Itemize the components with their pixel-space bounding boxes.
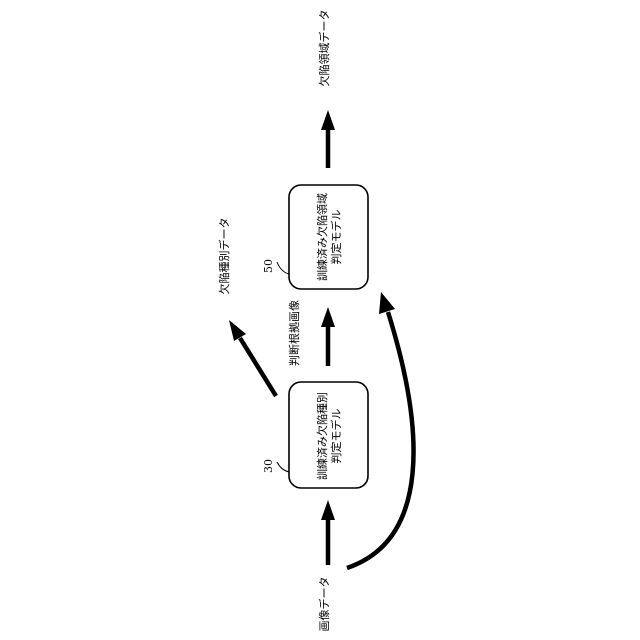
model-30-label-line1: 訓練済み欠陥種別 (315, 392, 329, 480)
model-30-box: 訓練済み欠陥種別 判定モデル (289, 382, 368, 488)
label-image-data: 画像データ (317, 577, 331, 632)
model-50-label-line1: 訓練済み欠陥領域 (315, 193, 329, 281)
ref-30-leader (277, 462, 289, 472)
arrow-to-defect-area-data (321, 110, 335, 168)
arrow-image-to-model-30 (321, 500, 335, 565)
label-judgment-basis-image: 判断根拠画像 (287, 300, 301, 366)
arrow-to-defect-type-data (229, 320, 276, 396)
ref-50-leader (277, 262, 289, 274)
ref-50: 50 (262, 259, 275, 273)
model-30-label-line2: 判定モデル (329, 409, 343, 464)
arrow-model-30-to-model-50 (321, 307, 335, 366)
label-defect-area-data: 欠陥領域データ (317, 10, 331, 87)
model-50-box: 訓練済み欠陥領域 判定モデル (289, 185, 368, 289)
label-defect-type-data: 欠陥種別データ (217, 218, 231, 295)
ref-30: 30 (262, 459, 275, 473)
model-50-label-line2: 判定モデル (329, 210, 343, 265)
